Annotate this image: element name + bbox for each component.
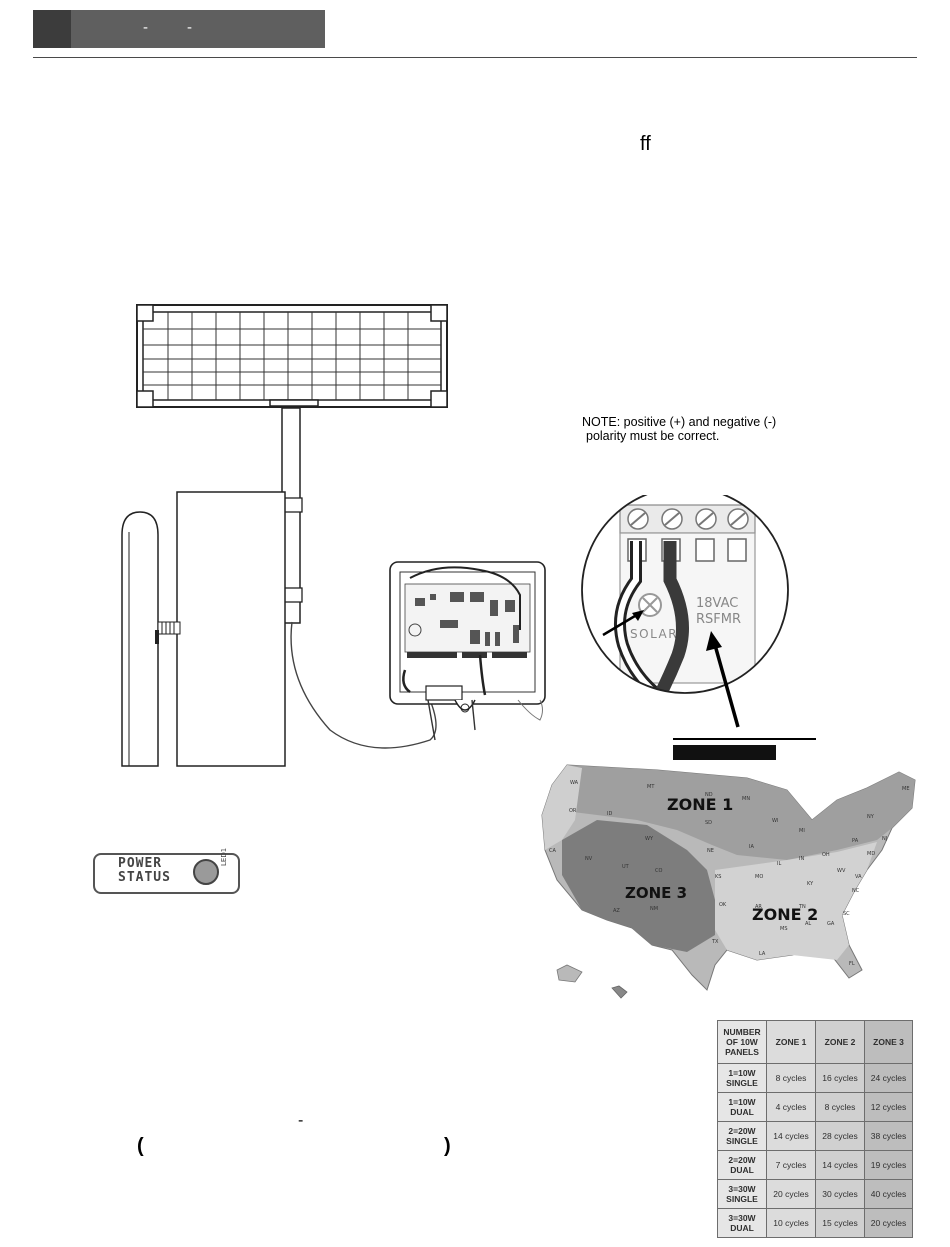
zone2-region [715, 842, 877, 960]
us-zone-map: ZONE 1 ZONE 3 ZONE 2 WA OR CA ID NV MT W… [541, 764, 916, 999]
led1-label: LED1 [220, 847, 228, 866]
power-status-led [193, 859, 219, 885]
solar-label: SOLAR [630, 627, 678, 641]
state-mi: MI [799, 828, 805, 834]
state-ga: GA [827, 921, 835, 927]
solar-cable [290, 621, 437, 749]
state-il: IL [777, 861, 781, 867]
zone3-label: ZONE 3 [625, 884, 687, 902]
state-mn: MN [742, 796, 750, 802]
status-label: STATUS [118, 870, 171, 885]
control-box [389, 561, 546, 741]
state-ca: CA [549, 848, 556, 854]
state-mt: MT [647, 784, 655, 790]
zone2-label: ZONE 2 [752, 905, 818, 924]
table-header-zone2: ZONE 2 [815, 1020, 865, 1064]
state-sd: SD [705, 820, 712, 826]
header-dash-2: - [187, 19, 192, 36]
stray-close-paren: ) [444, 1135, 451, 1157]
state-ky: KY [807, 881, 814, 887]
state-ks: KS [715, 874, 721, 880]
state-az: AZ [613, 908, 620, 914]
state-va: VA [855, 874, 862, 880]
state-ok: OK [719, 902, 727, 908]
state-sc: SC [843, 911, 850, 917]
charging-cycles-table: NUMBER OF 10W PANELS ZONE 1 ZONE 2 ZONE … [717, 1020, 913, 1238]
table-corner-header: NUMBER OF 10W PANELS [717, 1020, 767, 1064]
state-in: IN [799, 856, 804, 862]
stray-ff-glyph: ff [640, 133, 651, 155]
state-nc: NC [852, 888, 860, 894]
label-underline [673, 738, 816, 740]
state-nj: NJ [882, 836, 887, 842]
table-header-zone3: ZONE 3 [864, 1020, 913, 1064]
state-tn: TN [798, 904, 806, 910]
state-ia: IA [749, 844, 754, 850]
state-id: ID [607, 811, 612, 817]
state-co: CO [655, 868, 662, 874]
vac-label: 18VAC [696, 596, 738, 611]
solar-panel-grid [143, 312, 441, 400]
label-black-bar [673, 745, 776, 760]
stray-open-paren: ( [137, 1135, 144, 1157]
header-bar [33, 10, 325, 48]
table-header-zone1: ZONE 1 [766, 1020, 816, 1064]
state-oh: OH [822, 852, 830, 858]
state-wa: WA [570, 780, 579, 786]
power-status-indicator [93, 853, 240, 894]
state-ms: MS [780, 926, 788, 932]
state-tx: TX [711, 939, 719, 945]
solar-panel-cells [142, 311, 442, 401]
stray-dash-glyph: - [298, 1112, 304, 1129]
state-ne: NE [707, 848, 714, 854]
state-ny: NY [867, 814, 875, 820]
terminal-closeup-illustration: SOLAR 18VAC RSFMR [581, 495, 789, 728]
state-nv: NV [585, 856, 593, 862]
solar-installation-illustration [121, 304, 546, 767]
state-nm: NM [650, 906, 658, 912]
polarity-note-line2: polarity must be correct. [586, 429, 720, 443]
polarity-note: NOTE: positive (+) and negative (-) pola… [582, 415, 776, 443]
gate-post [121, 511, 159, 767]
power-status-text: POWER STATUS [118, 857, 171, 885]
state-fl: FL [849, 961, 855, 967]
state-al: AL [805, 921, 811, 927]
state-ar: AR [755, 904, 762, 910]
state-wv: WV [837, 868, 846, 874]
alaska-shape [556, 964, 583, 983]
zone1-label: ZONE 1 [667, 795, 733, 814]
zone1-region [552, 765, 915, 860]
state-ut: UT [622, 864, 630, 870]
cabinet-box [176, 491, 286, 767]
state-wi: WI [772, 818, 778, 824]
power-label: POWER [118, 856, 163, 871]
state-mo: MO [755, 874, 763, 880]
state-pa: PA [852, 838, 859, 844]
state-me: ME [902, 786, 909, 792]
header-dash-1: - [143, 19, 148, 36]
state-nd: ND [705, 792, 713, 798]
header-tab [33, 10, 71, 48]
header-rule [33, 57, 917, 58]
polarity-note-line1: NOTE: positive (+) and negative (-) [582, 415, 777, 429]
hawaii-shape [611, 985, 628, 999]
state-or: OR [569, 808, 577, 814]
state-wy: WY [645, 836, 654, 842]
zone3-region [562, 820, 715, 952]
state-md: MD [867, 851, 875, 857]
xfmr-label: RSFMR [696, 612, 741, 627]
state-la: LA [759, 951, 766, 957]
